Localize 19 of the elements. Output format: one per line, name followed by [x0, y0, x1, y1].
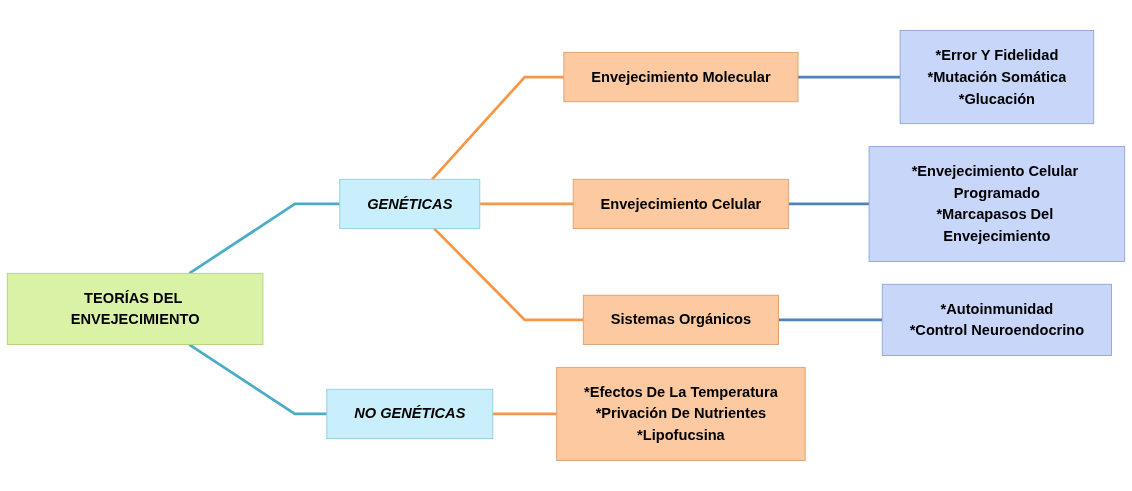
connector: [788, 202, 870, 206]
node-box: GENÉTICAS: [339, 178, 481, 230]
node-box: *Efectos De La Temperatura *Privación De Nutrientes *Lipofucsina: [556, 366, 806, 461]
node-box: TEORÍAS DEL ENVEJECIMIENTO: [6, 272, 264, 345]
connector: [188, 202, 340, 275]
connector: [798, 75, 901, 79]
connector: [479, 202, 574, 206]
node-box: *Autoinmunidad *Control Neuroendocrino: [881, 283, 1112, 356]
connector: [431, 75, 564, 181]
connector: [778, 318, 883, 322]
node-box: NO GENÉTICAS: [326, 388, 494, 440]
node-box: *Error Y Fidelidad *Mutación Somática *Glucación: [899, 30, 1095, 125]
node-box: Envejecimiento Molecular: [563, 51, 799, 103]
node-box: *Envejecimiento Celular Programado *Marcapasos Del Envejecimiento: [868, 146, 1126, 262]
connector: [188, 343, 327, 416]
connector: [433, 227, 584, 322]
node-box: Envejecimiento Celular: [572, 178, 790, 230]
node-box: Sistemas Orgánicos: [582, 294, 779, 345]
connector: [492, 412, 557, 416]
